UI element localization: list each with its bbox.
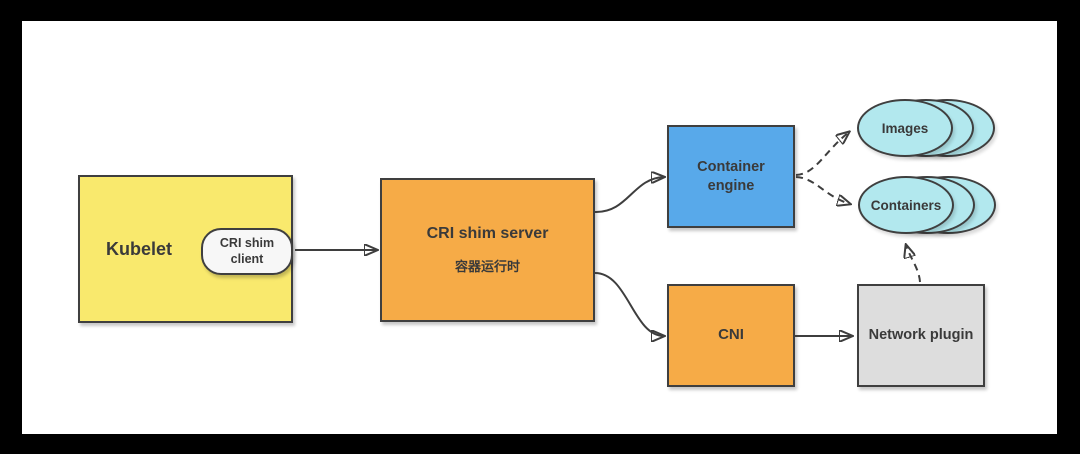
containers-label: Containers <box>870 197 942 213</box>
cni-node: CNI <box>667 284 795 387</box>
cri-shim-server-node: CRI shim server 容器运行时 <box>380 178 595 322</box>
cri-shim-server-label: CRI shim server <box>426 225 549 243</box>
kubelet-label: Kubelet <box>106 238 173 259</box>
cri-shim-server-sublabel: 容器运行时 <box>454 259 520 275</box>
cri-shim-client-label: CRI shim client <box>219 235 275 266</box>
images-node: Images <box>857 99 953 157</box>
container-engine-node: Container engine <box>667 125 795 228</box>
container-engine-label: Container engine <box>697 159 765 194</box>
network-plugin-label: Network plugin <box>868 327 974 344</box>
cri-shim-client-node: CRI shim client <box>201 228 293 275</box>
network-plugin-node: Network plugin <box>857 284 985 387</box>
containers-node: Containers <box>858 176 954 234</box>
images-label: Images <box>881 120 929 136</box>
cni-label: CNI <box>718 326 744 344</box>
